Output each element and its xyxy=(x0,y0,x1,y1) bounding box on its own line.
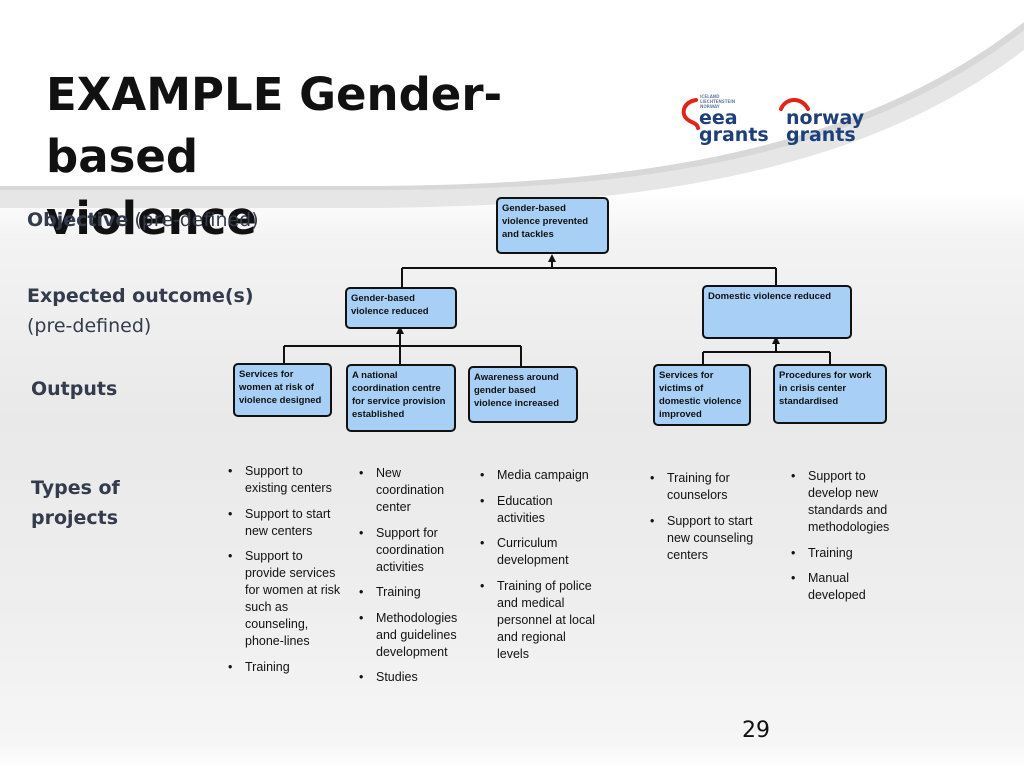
list-item: Manual developed xyxy=(787,570,905,604)
outcome-label-bold: Expected outcome(s) xyxy=(27,285,254,307)
list-item: Training xyxy=(355,584,467,601)
output-box-services-women: Services for women at risk of violence d… xyxy=(233,363,332,417)
list-item: Curriculum development xyxy=(476,535,600,569)
list-item: Training xyxy=(224,659,342,676)
list-item: New coordination center xyxy=(355,465,467,516)
eea-logo-line2: grants xyxy=(699,124,769,146)
objective-box: Gender-based violence prevented and tack… xyxy=(496,197,609,254)
list-item: Support to develop new standards and met… xyxy=(787,468,905,536)
output-box-crisis-procedures: Procedures for work in crisis center sta… xyxy=(773,364,887,424)
list-item: Support for coordination activities xyxy=(355,525,467,576)
list-item: Training for counselors xyxy=(646,470,768,504)
norway-logo-line2: grants xyxy=(786,124,856,146)
header-swoosh xyxy=(0,22,1024,208)
list-item: Training of police and medical personnel… xyxy=(476,578,600,663)
outcome-box-domestic: Domestic violence reduced xyxy=(702,285,852,339)
objective-label-rest: (pre-defined) xyxy=(128,209,259,231)
slide-title: EXAMPLE Gender-based violence xyxy=(46,64,646,250)
list-item: Support to existing centers xyxy=(224,463,342,497)
eea-logo-mark xyxy=(681,98,700,130)
list-item: Methodologies and guidelines development xyxy=(355,610,467,661)
outputs-label-bold: Outputs xyxy=(31,378,118,400)
objective-label-bold: Objective xyxy=(27,209,129,231)
types-label-line1: Types of xyxy=(31,477,120,499)
project-types-col-1: Support to existing centers Support to s… xyxy=(224,463,342,684)
outcome-label-rest: (pre-defined) xyxy=(27,315,152,337)
outputs-label: Outputs xyxy=(31,374,117,404)
page-number: 29 xyxy=(742,718,770,743)
project-types-col-2: New coordination center Support for coor… xyxy=(355,465,467,695)
types-label: Types of projects xyxy=(31,473,120,533)
project-types-col-5: Support to develop new standards and met… xyxy=(787,468,905,613)
list-item: Support to start new centers xyxy=(224,506,342,540)
list-item: Support to start new counseling centers xyxy=(646,513,768,564)
list-item: Support to provide services for women at… xyxy=(224,548,342,650)
list-item: Studies xyxy=(355,669,467,686)
title-line-1: EXAMPLE Gender-based xyxy=(46,68,503,183)
objective-label: Objective (pre-defined) xyxy=(27,205,259,235)
output-box-awareness: Awareness around gender based violence i… xyxy=(468,366,578,423)
list-item: Media campaign xyxy=(476,467,600,484)
eea-logo-line1: eea xyxy=(699,107,738,129)
project-types-col-3: Media campaign Education activities Curr… xyxy=(476,467,600,671)
list-item: Training xyxy=(787,545,905,562)
outcome-label: Expected outcome(s) (pre-defined) xyxy=(27,281,254,341)
output-box-victims-services: Services for victims of domestic violenc… xyxy=(653,364,751,426)
project-types-col-4: Training for counselors Support to start… xyxy=(646,470,768,572)
output-box-coordination-centre: A national coordination centre for servi… xyxy=(346,364,456,432)
eea-logo-small-text: ICELAND LIECHTENSTEIN NORWAY xyxy=(700,94,736,109)
norway-logo-mark xyxy=(779,98,810,111)
title-line-2: violence xyxy=(46,192,257,245)
list-item: Education activities xyxy=(476,493,600,527)
types-label-line2: projects xyxy=(31,507,119,529)
outcome-box-gbv: Gender-based violence reduced xyxy=(345,287,457,329)
norway-logo-line1: norway xyxy=(786,107,865,129)
